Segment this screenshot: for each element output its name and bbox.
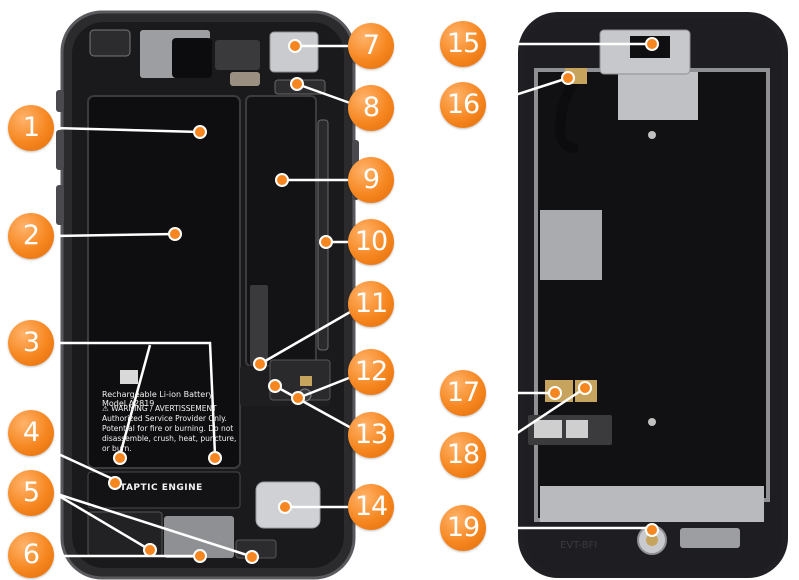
callout-7: 7 <box>348 23 394 69</box>
callout-13: 13 <box>348 412 394 458</box>
callout-8: 8 <box>348 85 394 131</box>
callout-18: 18 <box>440 432 486 478</box>
callout-2: 2 <box>8 213 54 259</box>
taptic-engine <box>87 471 241 509</box>
callout-14: 14 <box>348 484 394 530</box>
callout-19: 19 <box>440 505 486 551</box>
battery-warning-label: ⚠ WARNING / AVERTISSEMENT Authorized Ser… <box>102 404 237 453</box>
callout-17: 17 <box>440 370 486 416</box>
callout-5: 5 <box>8 470 54 516</box>
display-assembly <box>518 12 788 578</box>
leader-endpoints <box>108 37 659 564</box>
callout-9: 9 <box>348 157 394 203</box>
callout-6: 6 <box>8 532 54 578</box>
logic-board <box>240 95 336 529</box>
callout-15: 15 <box>440 21 486 67</box>
callout-16: 16 <box>440 82 486 128</box>
callout-12: 12 <box>348 349 394 395</box>
callout-1: 1 <box>8 105 54 151</box>
leader-lines <box>53 42 652 558</box>
callout-10: 10 <box>348 219 394 265</box>
battery-model-label: Rechargeable Li-ion Battery Model A2819 <box>102 390 214 408</box>
callout-3: 3 <box>8 320 54 366</box>
taptic-engine-label: TAPTIC ENGINE <box>120 483 203 493</box>
display-marking: EVT-BFI <box>560 540 598 551</box>
battery <box>87 95 241 469</box>
callout-4: 4 <box>8 410 54 456</box>
top-components <box>89 29 326 95</box>
callout-11: 11 <box>348 281 394 327</box>
